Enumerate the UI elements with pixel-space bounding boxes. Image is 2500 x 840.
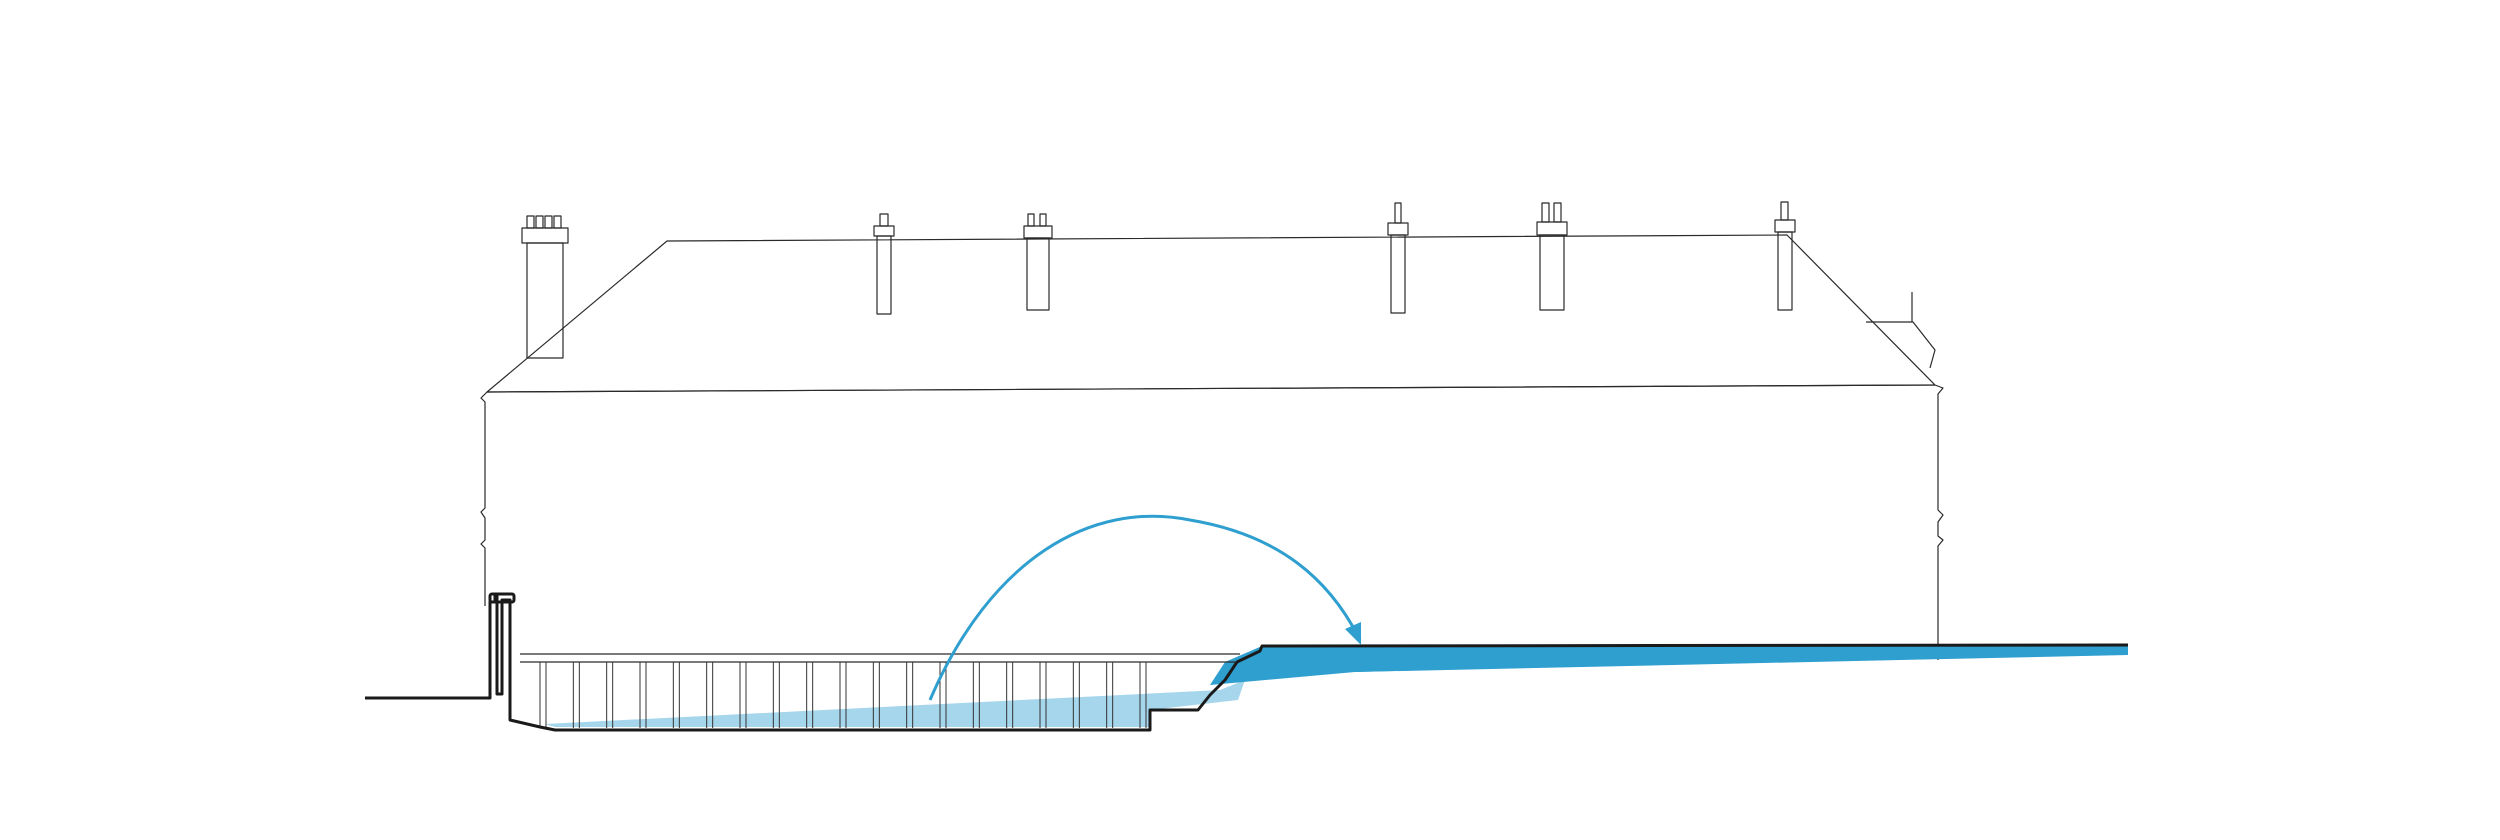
right-wall: [1934, 384, 1944, 660]
rear-extension-roof: [1866, 321, 1936, 369]
section-cut: [365, 592, 2129, 732]
chimney-3: [1023, 213, 1053, 311]
chimney-4: [1387, 202, 1409, 314]
roof-outline: [486, 234, 1936, 393]
water-light-band: [545, 680, 1245, 727]
chimneys: [521, 201, 1796, 359]
chimney-2: [873, 213, 895, 315]
flow-arrow: [928, 514, 1362, 701]
groundwater: [545, 645, 2128, 727]
basement-columns: [539, 662, 1147, 728]
roof: [486, 234, 1936, 393]
flow-arrow-curve: [928, 514, 1362, 701]
ground-line-left: [365, 594, 2129, 732]
facade: [480, 384, 1944, 660]
water-surface: [1262, 645, 2128, 672]
chimney-6: [1774, 201, 1796, 311]
basement: [520, 653, 1240, 728]
chimney-1: [521, 215, 569, 359]
eaves-line: [486, 384, 1936, 393]
flow-arrow-head: [1345, 622, 1361, 645]
chimney-5: [1536, 202, 1568, 311]
left-wall: [480, 391, 488, 606]
front-steps: [488, 592, 516, 604]
